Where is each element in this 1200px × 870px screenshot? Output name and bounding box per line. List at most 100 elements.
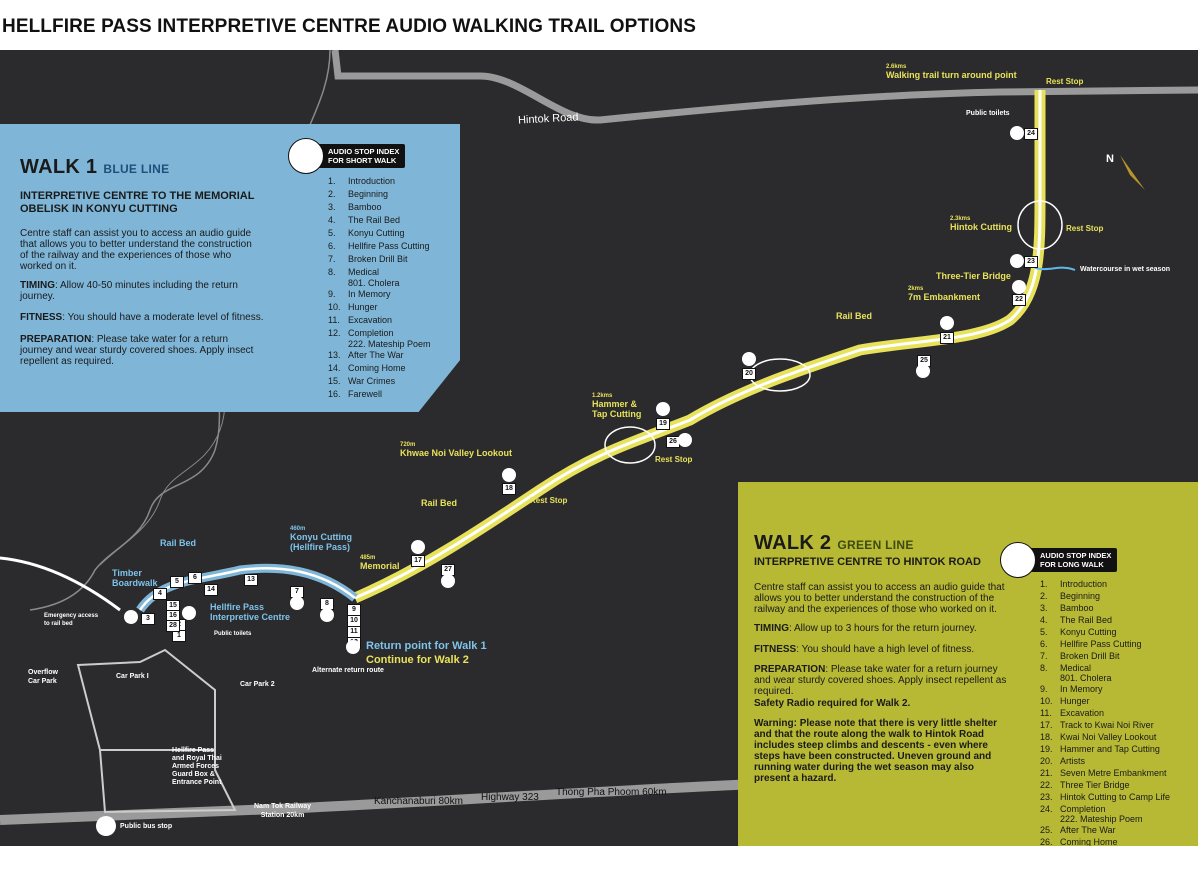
speaker-icon xyxy=(916,364,930,378)
walk2-warning: Warning: Please note that there is very … xyxy=(754,718,998,784)
walk2-prep: PREPARATION: Please take water for a ret… xyxy=(754,664,1007,697)
stop-list-item: 26.Coming Home xyxy=(1040,837,1118,846)
stop-list-item: 25.After The War xyxy=(1040,825,1116,835)
walk1-subtitle: INTERPRETIVE CENTRE TO THE MEMORIAL OBEL… xyxy=(20,190,255,215)
stop-list-item: 15.War Crimes xyxy=(328,376,396,386)
label-public-toilets-2: Public toilets xyxy=(214,631,252,637)
speaker-icon xyxy=(124,610,138,624)
speaker-icon xyxy=(320,608,334,622)
speaker-icon xyxy=(656,402,670,416)
stop-number: 24 xyxy=(1024,128,1038,140)
stop-list-item: 1.Introduction xyxy=(1040,579,1108,589)
walk2-radio: Safety Radio required for Walk 2. xyxy=(754,698,911,709)
stop-number: 20 xyxy=(742,368,756,380)
label-car-park-1: Car Park I xyxy=(116,673,149,680)
stop-list-item: 2.Beginning xyxy=(328,189,389,199)
label-rest-stop-4: Rest Stop xyxy=(530,496,568,505)
walk1-timing: TIMING: Allow 40-50 minutes including th… xyxy=(20,280,238,302)
stop-number: 19 xyxy=(656,418,670,430)
stop-list-item: 3.Bamboo xyxy=(328,202,382,212)
stop-list-item: 19.Hammer and Tap Cutting xyxy=(1040,744,1160,754)
stop-list-item: 4.The Rail Bed xyxy=(1040,615,1113,625)
stop-list-item: 5.Konyu Cutting xyxy=(328,228,405,238)
label-watercourse: Watercourse in wet season xyxy=(1080,266,1170,273)
speaker-icon xyxy=(182,606,196,620)
label-bus-stop: Public bus stop xyxy=(120,823,173,830)
speaker-icon xyxy=(1000,542,1036,578)
speaker-icon xyxy=(288,138,324,174)
stop-list-item: 5.Konyu Cutting xyxy=(1040,627,1117,637)
stop-list-item: 2.Beginning xyxy=(1040,591,1101,601)
stop-list-item: 7.Broken Drill Bit xyxy=(328,254,408,264)
stop-number: 18 xyxy=(502,483,516,495)
access-road xyxy=(0,556,121,612)
rest-stop-area-hammer xyxy=(604,426,656,464)
label-kanchanaburi: Kanchanaburi 80km xyxy=(374,796,463,807)
stop-list-item: 7.Broken Drill Bit xyxy=(1040,651,1120,661)
label-rest-stop-2: Rest Stop xyxy=(1066,224,1104,233)
speaker-icon xyxy=(1010,126,1024,140)
stop-list-item: 9.In Memory xyxy=(328,289,391,299)
label-rest-stop-1: Rest Stop xyxy=(1046,77,1084,86)
rest-stop-area-hintok xyxy=(1017,200,1063,250)
walk2-timing: TIMING: Allow up to 3 hours for the retu… xyxy=(754,623,977,634)
page-title: HELLFIRE PASS INTERPRETIVE CENTRE AUDIO … xyxy=(2,16,697,37)
stop-number: 5 xyxy=(170,576,184,588)
speaker-icon xyxy=(411,540,425,554)
walk1-fitness: FITNESS: You should have a moderate leve… xyxy=(20,312,264,323)
bus-icon xyxy=(96,816,116,836)
label-return-point: Return point for Walk 1 xyxy=(366,640,487,652)
north-icon: N xyxy=(1106,153,1114,165)
speaker-icon xyxy=(678,433,692,447)
watercourse-line xyxy=(1034,266,1076,271)
stop-list-item: 9.In Memory xyxy=(1040,684,1103,694)
label-car-park-2: Car Park 2 xyxy=(240,681,275,688)
stop-number: 3 xyxy=(141,613,155,625)
stop-number: 23 xyxy=(1024,256,1038,268)
stop-list-item: 11.Excavation xyxy=(328,315,393,325)
stop-list-item: 4.The Rail Bed xyxy=(328,215,401,225)
walk2-subtitle: INTERPRETIVE CENTRE TO HINTOK ROAD xyxy=(754,556,981,568)
label-highway: Highway 323 xyxy=(481,792,539,803)
stop-number: 4 xyxy=(153,588,167,600)
stop-list-item: 13.After The War xyxy=(328,350,404,360)
label-rest-stop-3: Rest Stop xyxy=(655,455,693,464)
stop-number: 28 xyxy=(166,620,180,632)
hintok-road xyxy=(331,50,1198,124)
stop-list-item: 3.Bamboo xyxy=(1040,603,1094,613)
walk1-prep: PREPARATION: Please take water for a ret… xyxy=(20,334,254,367)
speaker-icon xyxy=(441,574,455,588)
stop-list-item: 14.Coming Home xyxy=(328,363,406,373)
stop-number: 17 xyxy=(411,555,425,567)
speaker-icon xyxy=(502,468,516,482)
speaker-icon xyxy=(346,640,360,654)
stop-list-item: 20.Artists xyxy=(1040,756,1086,766)
label-alternate-route: Alternate return route xyxy=(312,667,384,674)
walk2-stop-list: 1.Introduction 2.Beginning 3.Bamboo 4.The R… xyxy=(1040,578,1170,846)
label-three-tier: Three-Tier Bridge xyxy=(936,271,1011,281)
stop-list-item: 21.Seven Metre Embankment xyxy=(1040,768,1167,778)
stop-list-item: 17.Track to Kwai Noi River xyxy=(1040,720,1154,730)
stop-list-item: 23.Hintok Cutting to Camp Life xyxy=(1040,792,1171,802)
stop-list-item: 6.Hellfire Pass Cutting xyxy=(328,241,430,251)
label-public-toilets: Public toilets xyxy=(966,110,1010,117)
stop-list-item: 16.Farewell xyxy=(328,389,383,399)
stop-number: 6 xyxy=(188,572,202,584)
